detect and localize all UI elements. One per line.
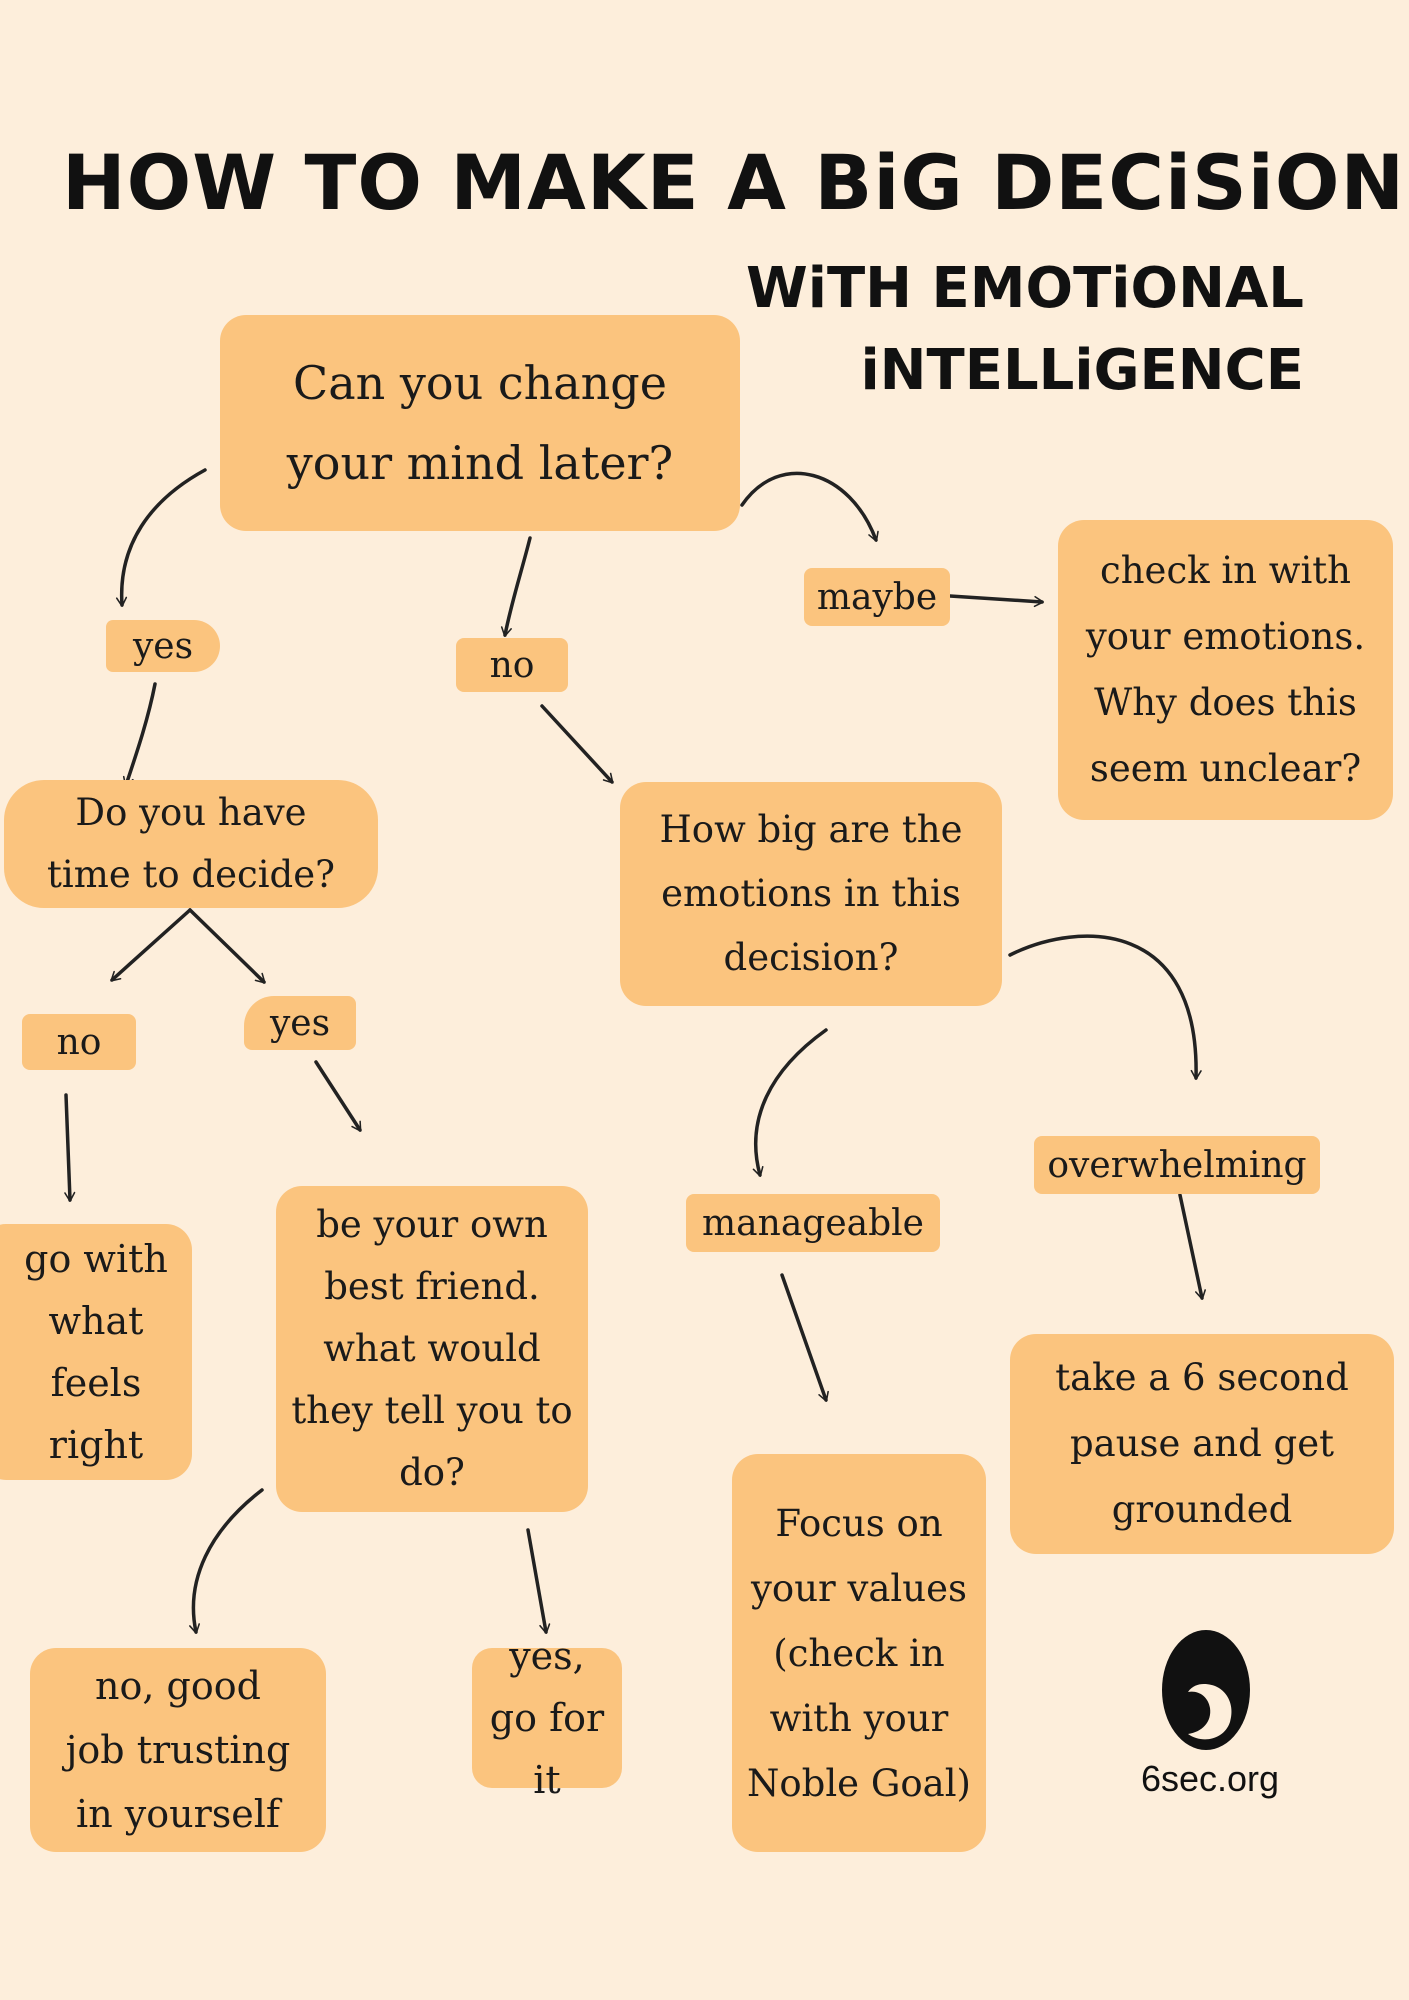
arrow-to-yes-1 <box>115 468 207 607</box>
arrow-howbig-to-overwhelming <box>1008 934 1202 1080</box>
label-yes-1: yes <box>106 620 220 672</box>
node-go-with-text: go with what feels right <box>24 1237 168 1467</box>
arrow-yes-to-bestfriend <box>314 1060 362 1132</box>
arrow-time-to-yes <box>188 908 266 984</box>
arrow-bestfriend-to-goforit <box>526 1528 551 1634</box>
node-focus-values-text: Focus on your values (check in with your… <box>747 1501 971 1805</box>
label-overwhelming: overwhelming <box>1034 1136 1320 1194</box>
label-manageable: manageable <box>686 1194 940 1252</box>
arrow-no-to-gowith <box>64 1093 76 1202</box>
arrow-time-to-no <box>110 908 192 982</box>
node-go-for-it: yes, go for it <box>472 1634 622 1802</box>
page-subtitle: WiTH EMOTiONAL iNTELLiGENCE <box>745 256 1304 403</box>
node-go-for-it-text: yes, go for it <box>489 1634 605 1802</box>
node-change-mind-text: Can you change your mind later? <box>286 356 674 490</box>
node-focus-values: Focus on your values (check in with your… <box>732 1454 986 1852</box>
node-best-friend: be your own best friend. what would they… <box>276 1186 588 1512</box>
arrow-to-no-1 <box>500 536 532 637</box>
node-pause-text: take a 6 second pause and get grounded <box>1055 1356 1349 1531</box>
node-check-emotions-text: check in with your emotions. Why does th… <box>1085 549 1366 790</box>
node-change-mind: Can you change your mind later? <box>220 315 740 531</box>
arrow-to-maybe <box>740 471 879 542</box>
node-check-emotions: check in with your emotions. Why does th… <box>1058 520 1393 820</box>
arrow-howbig-to-manageable <box>752 1028 828 1177</box>
node-good-job-text: no, good job trusting in yourself <box>65 1664 291 1836</box>
page-title: HOW TO MAKE A BiG DECiSiON <box>62 138 1406 227</box>
label-no-1: no <box>456 638 568 692</box>
label-maybe: maybe <box>804 568 950 626</box>
arrow-manageable-to-focus <box>780 1273 829 1402</box>
footer-site: 6sec.org <box>1140 1758 1280 1799</box>
label-no-2: no <box>22 1014 136 1070</box>
arrow-maybe-to-check <box>948 594 1044 608</box>
arrow-bestfriend-to-goodjob <box>189 1488 264 1634</box>
node-go-with: go with what feels right <box>0 1224 192 1480</box>
node-time-to-decide: Do you have time to decide? <box>4 780 378 908</box>
label-yes-2: yes <box>244 996 356 1050</box>
node-how-big-text: How big are the emotions in this decisio… <box>659 808 963 979</box>
node-pause: take a 6 second pause and get grounded <box>1010 1334 1394 1554</box>
node-good-job: no, good job trusting in yourself <box>30 1648 326 1852</box>
6sec-logo-icon <box>1162 1630 1250 1750</box>
arrow-no-to-howbig <box>540 704 614 784</box>
node-time-to-decide-text: Do you have time to decide? <box>47 791 335 896</box>
arrow-overwhelming-to-pause <box>1178 1193 1206 1300</box>
node-how-big: How big are the emotions in this decisio… <box>620 782 1002 1006</box>
node-best-friend-text: be your own best friend. what would they… <box>291 1203 573 1494</box>
arrow-yes-to-time <box>122 682 157 787</box>
